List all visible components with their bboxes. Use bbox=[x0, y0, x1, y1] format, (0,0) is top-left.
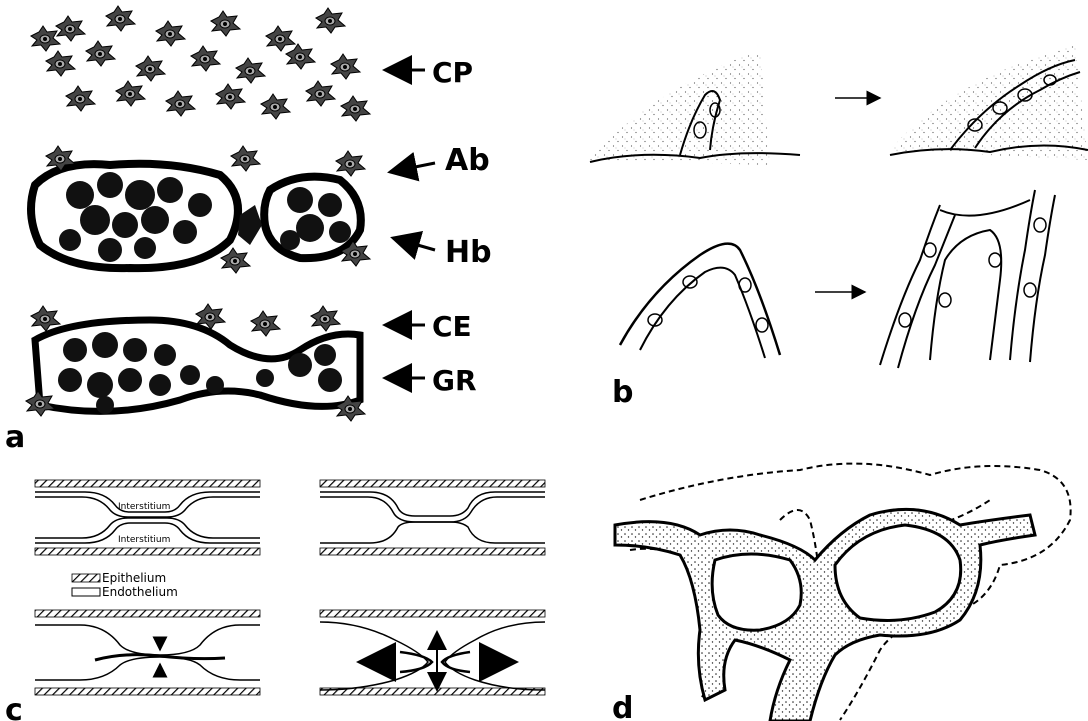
endothelium-swatch bbox=[72, 588, 100, 596]
panel-letter-a: a bbox=[5, 420, 25, 455]
capillary-network bbox=[615, 509, 1035, 721]
panel-letter-b: b bbox=[612, 375, 633, 410]
panel-c: Interstitium Interstitium Epithelium End… bbox=[5, 480, 545, 721]
interstitium-top-label: Interstitium bbox=[118, 502, 170, 512]
panel-letter-c: c bbox=[5, 693, 23, 721]
mesh-hole-left bbox=[712, 554, 801, 630]
vessel-lumen bbox=[26, 304, 365, 421]
epithelium-swatch bbox=[72, 574, 100, 582]
legend-epithelium: Epithelium bbox=[102, 571, 166, 585]
legend-endothelium: Endothelium bbox=[102, 585, 178, 599]
stippled-region bbox=[590, 50, 770, 165]
blood-islands bbox=[31, 146, 370, 273]
cp-cell-cluster bbox=[31, 6, 370, 121]
label-hb: Hb bbox=[445, 235, 492, 270]
panel-a: CP Ab Hb CE GR a bbox=[5, 6, 492, 455]
label-cp: CP bbox=[432, 56, 473, 89]
panel-letter-d: d bbox=[612, 691, 633, 721]
label-ce: CE bbox=[432, 310, 472, 343]
panel-d: d bbox=[612, 464, 1071, 721]
panel-b: b bbox=[590, 45, 1088, 410]
panel-a-arrows bbox=[385, 70, 435, 378]
interstitium-bottom-label: Interstitium bbox=[118, 535, 170, 545]
label-ab: Ab bbox=[445, 143, 490, 178]
label-gr: GR bbox=[432, 364, 477, 397]
